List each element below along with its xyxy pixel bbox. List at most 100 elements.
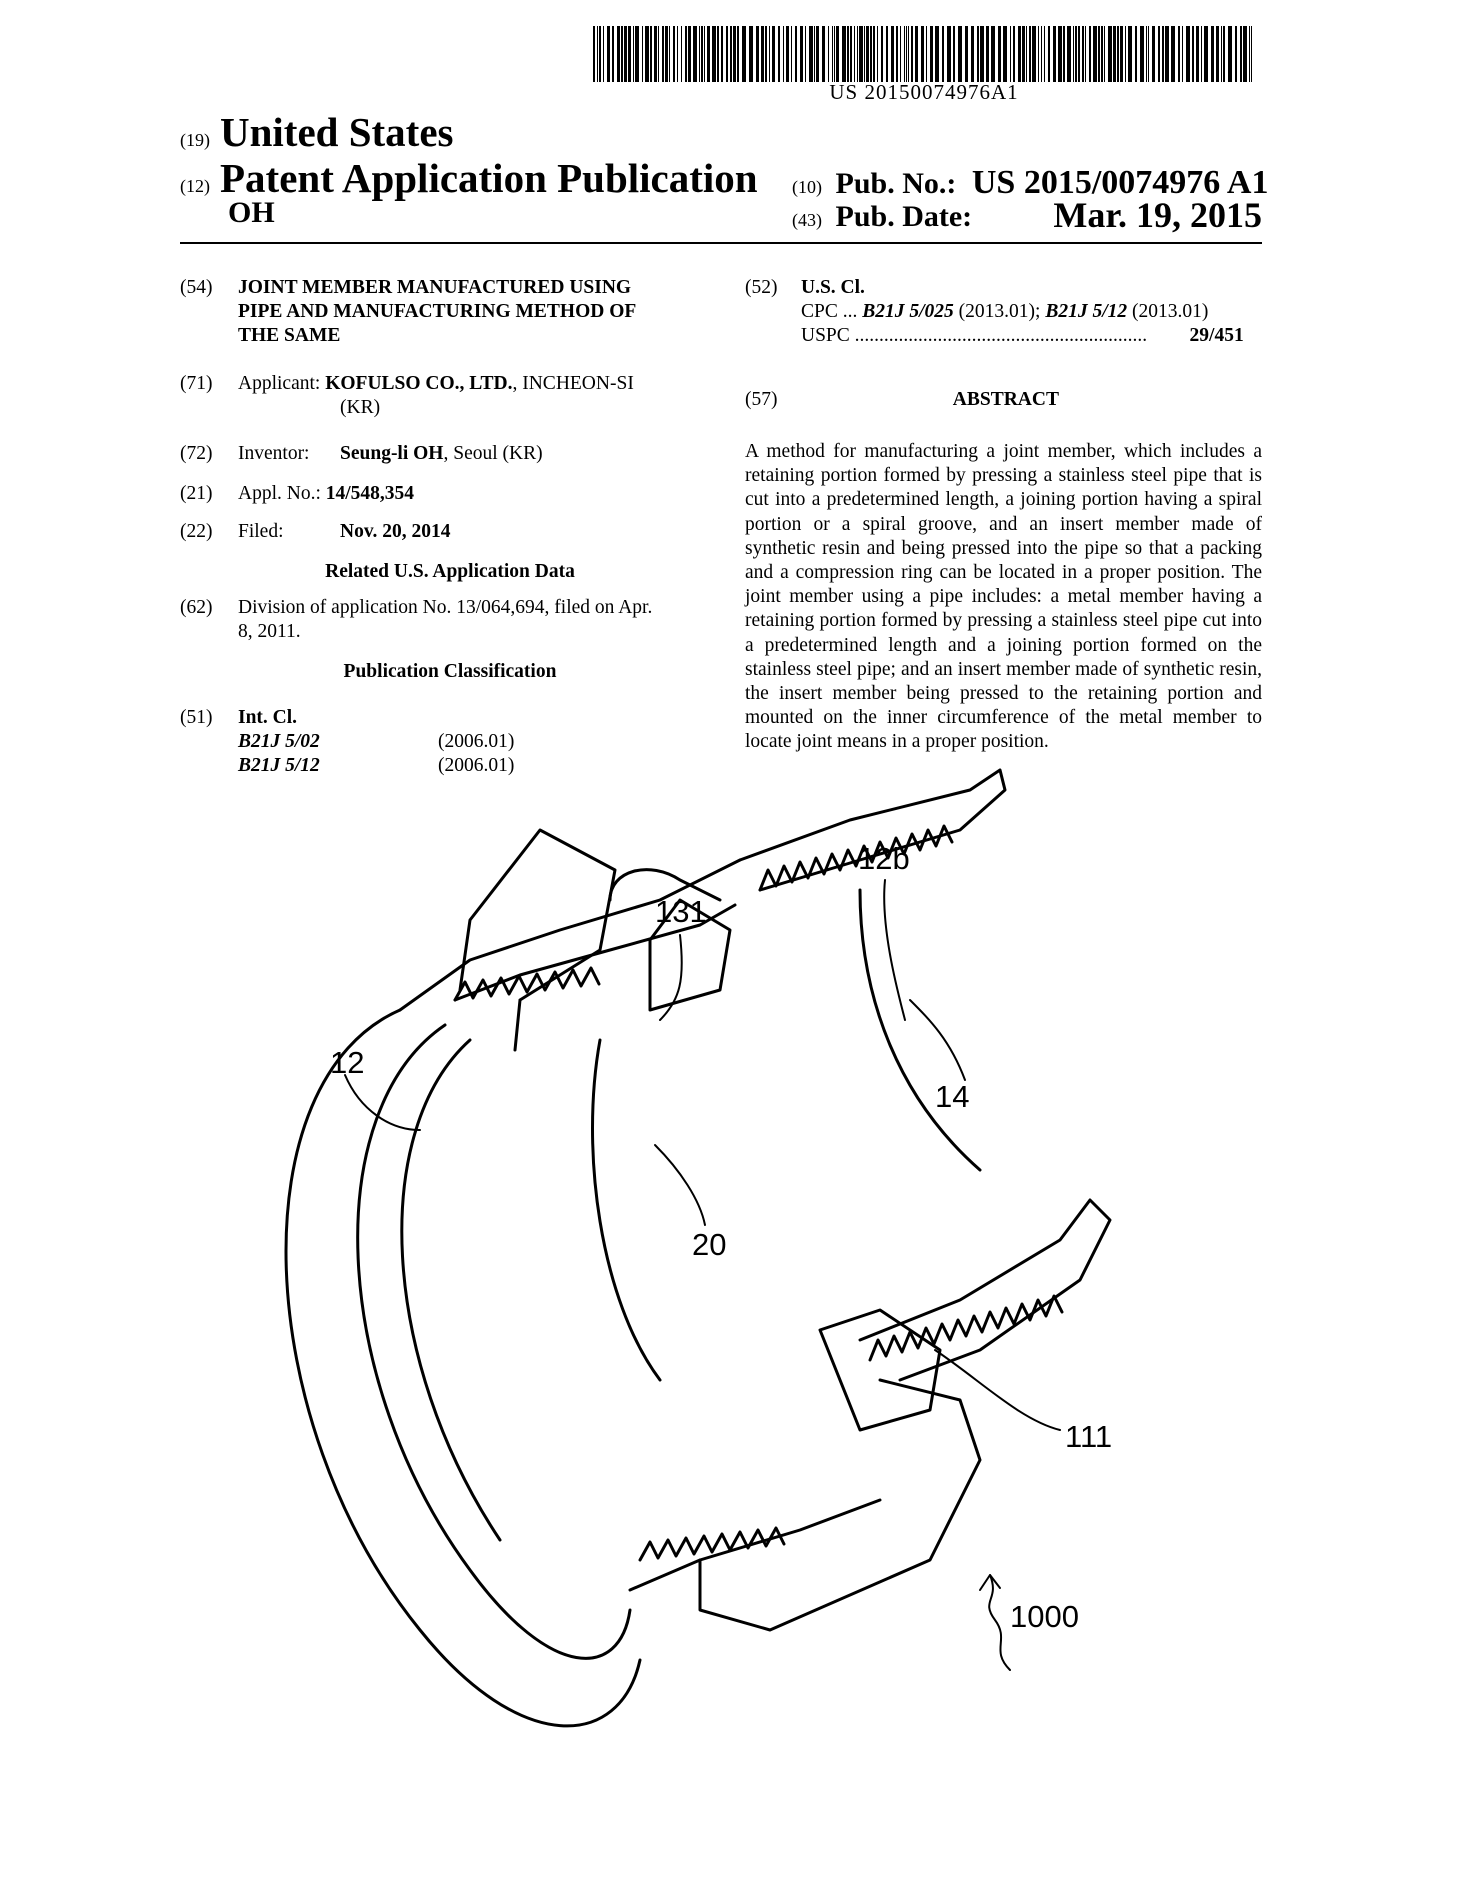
barcode-bar	[1013, 26, 1015, 82]
barcode-bar	[617, 26, 620, 82]
barcode-bar	[603, 26, 604, 82]
country-name: United States	[220, 109, 454, 155]
barcode-bar	[593, 26, 595, 82]
cpc-code-1: B21J 5/025	[862, 301, 954, 322]
barcode-bar	[612, 26, 614, 82]
insert-section-lower	[818, 1308, 942, 1432]
barcode-bar	[681, 26, 682, 82]
barcode-bar	[1178, 26, 1180, 82]
document-type: Patent Application Publication	[220, 155, 758, 201]
barcode-bar	[1082, 26, 1084, 82]
upper-hex-nut	[458, 828, 617, 1052]
barcode-bar	[1162, 26, 1164, 82]
front-ring-outer	[284, 1008, 642, 1728]
barcode-bar	[791, 26, 792, 82]
barcode-bar	[1018, 26, 1021, 82]
uspc-value: 29/451	[1189, 325, 1244, 346]
barcode-bar	[1223, 26, 1225, 82]
barcode-bar	[1067, 26, 1071, 82]
front-ring-inner-2	[400, 1038, 502, 1542]
barcode-bar	[624, 26, 627, 82]
title-line-1: JOINT MEMBER MANUFACTURED USING	[238, 277, 632, 298]
barcode-bar	[628, 26, 631, 82]
ipc-code-2: B21J 5/12	[238, 755, 320, 776]
barcode-bar	[847, 26, 849, 82]
inid-code-43: (43)	[792, 210, 822, 230]
us-cl-label: U.S. Cl.	[801, 277, 865, 298]
cpc-prefix: CPC ...	[801, 301, 858, 322]
barcode-bar	[642, 26, 643, 82]
barcode-bar	[1089, 26, 1091, 82]
barcode-bar	[998, 26, 1001, 82]
barcode-bar	[669, 26, 670, 82]
barcode-bar	[688, 26, 691, 82]
barcode-bar	[896, 26, 898, 82]
barcode-bar	[699, 26, 700, 82]
barcode-bar	[772, 26, 775, 82]
barcode-bar	[1249, 26, 1250, 82]
barcode-bar	[1240, 26, 1242, 82]
title-section: (54)JOINT MEMBER MANUFACTURED USING PIPE…	[180, 276, 720, 348]
barcode-bar	[1216, 26, 1219, 82]
abstract-header: (57) ABSTRACT	[745, 388, 1262, 412]
barcode-bar	[1022, 26, 1025, 82]
division-section: (62)Division of application No. 13/064,6…	[180, 596, 720, 644]
barcode-bar	[658, 26, 659, 82]
pub-date-label: Pub. Date:	[835, 200, 973, 233]
barcode-bar	[733, 26, 736, 82]
barcode-bar	[1158, 26, 1160, 82]
pub-number-line: (10) Pub. No.: US 2015/0074976 A1	[792, 164, 1268, 202]
barcode-bar	[930, 26, 933, 82]
inid-code-62: (62)	[180, 597, 213, 618]
barcode-bar	[1041, 26, 1042, 82]
barcode-bar	[1053, 26, 1056, 82]
barcode-bar	[1032, 26, 1036, 82]
barcode-bar	[947, 26, 951, 82]
upper-shell-top	[398, 858, 742, 1012]
barcode-bar	[795, 26, 797, 82]
leader-131	[659, 934, 683, 1021]
barcode-bar	[786, 26, 789, 82]
barcode-bar	[1152, 26, 1155, 82]
barcode-bar	[977, 26, 979, 82]
leader-14	[909, 999, 966, 1081]
pub-date-line: (43) Pub. Date:	[792, 200, 972, 234]
barcode-bar	[864, 26, 865, 82]
inventor-section: (72)Inventor:Seung-li OH, Seoul (KR)	[180, 442, 720, 466]
barcode-bar	[881, 26, 883, 82]
leader-12	[344, 1074, 421, 1131]
filed-label: Filed:	[238, 521, 284, 542]
barcode-bar	[761, 26, 764, 82]
barcode-bar	[908, 26, 909, 82]
barcode-bar	[1108, 26, 1112, 82]
appl-no-value: 14/548,354	[325, 483, 415, 504]
inid-code-19: (19)	[180, 130, 210, 150]
barcode-bar	[921, 26, 924, 82]
barcode-bar	[1010, 26, 1011, 82]
barcode-bar	[1085, 26, 1086, 82]
barcode-bar	[1075, 26, 1077, 82]
barcode-bar	[958, 26, 962, 82]
barcode-bar	[904, 26, 905, 82]
barcode-bar	[1186, 26, 1190, 82]
inid-code-21: (21)	[180, 483, 213, 504]
barcode-bar	[1098, 26, 1100, 82]
barcode-bar	[877, 26, 878, 82]
barcode-bar	[693, 26, 697, 82]
barcode-bar	[906, 26, 907, 82]
applicant-name: KOFULSO CO., LTD.	[325, 373, 513, 394]
barcode-bar	[1104, 26, 1105, 82]
barcode-bar	[809, 26, 813, 82]
barcode-bar	[900, 26, 901, 82]
barcode-bar	[986, 26, 989, 82]
applicant-location: , INCHEON-SI	[512, 373, 634, 394]
barcode-bar	[783, 26, 784, 82]
abstract-heading: ABSTRACT	[952, 389, 1059, 410]
inventor-name: Seung-li OH	[340, 443, 444, 464]
barcode-bar	[971, 26, 974, 82]
barcode-bar	[704, 26, 705, 82]
filed-date: Nov. 20, 2014	[340, 521, 451, 542]
front-ring-inner	[356, 1023, 632, 1660]
uspc-leader-dots: ........................................…	[854, 325, 1148, 346]
barcode-bar	[834, 26, 835, 82]
